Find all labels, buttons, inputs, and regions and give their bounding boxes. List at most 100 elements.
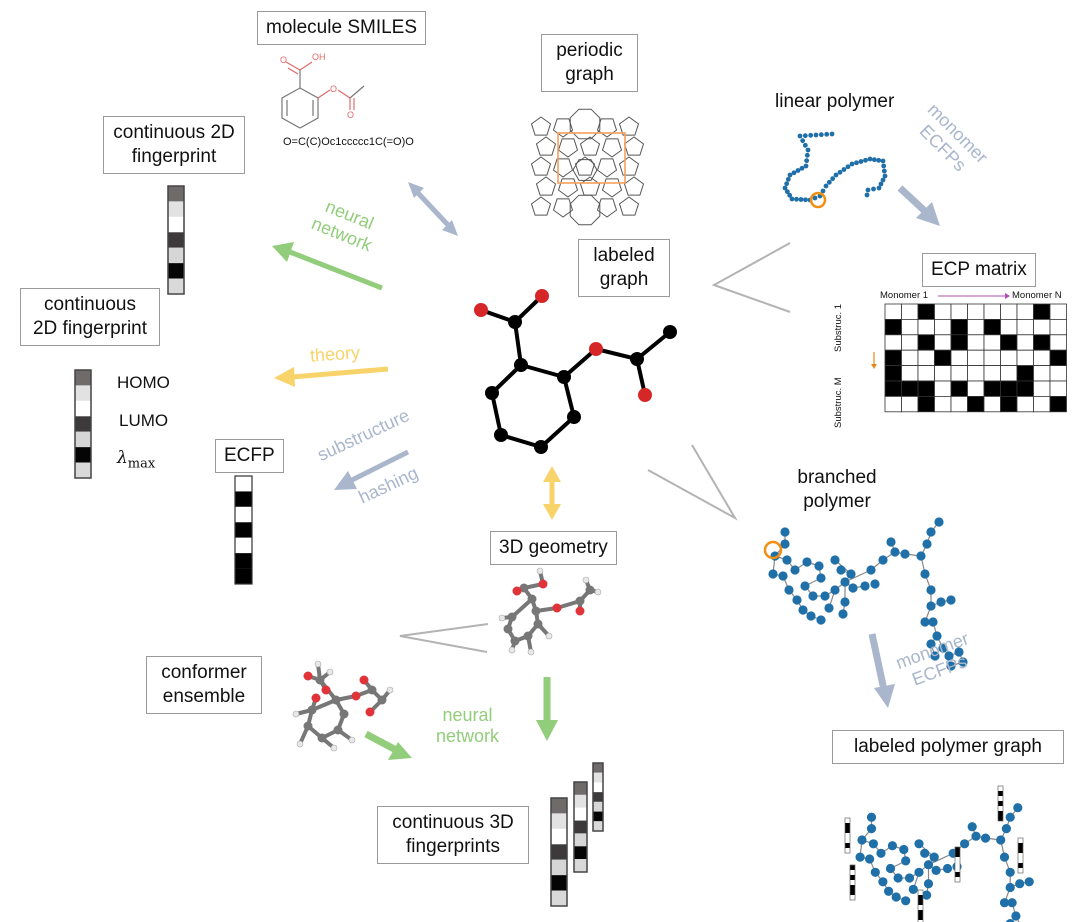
polymer-node xyxy=(806,611,816,621)
polymer-node xyxy=(946,595,956,605)
atom-carbon xyxy=(630,352,644,366)
periodic-ring xyxy=(596,158,618,178)
continuous-2d-fp2-text-1: continuous xyxy=(44,294,136,315)
ecp-cell xyxy=(1033,334,1051,351)
fingerprint-2d-top xyxy=(167,185,185,295)
atom-hydrogen xyxy=(545,632,553,640)
labeled-polymer-graph-text: labeled polymer graph xyxy=(853,736,1042,757)
polymer-node xyxy=(1001,824,1012,834)
ecp-cell xyxy=(917,349,935,367)
ecp-cell xyxy=(1049,318,1067,336)
atom-oxygen xyxy=(359,675,369,685)
monomer-ecfp-bit xyxy=(918,895,923,900)
ecp-cell xyxy=(917,395,935,413)
monomer-ecfp-bit xyxy=(918,920,923,922)
ecp-cell xyxy=(901,318,919,336)
ecp-cell xyxy=(934,365,952,382)
ecfp-text: ECFP xyxy=(224,445,275,466)
monomer-ecfp-bit xyxy=(845,838,850,843)
polymer-bead xyxy=(802,133,808,139)
continuous-2d-fp-text-2: fingerprint xyxy=(131,146,217,167)
fingerprint-bit xyxy=(593,782,603,793)
monomer-ecfp-bit xyxy=(850,880,855,885)
ecp-cell xyxy=(1049,303,1067,320)
monomer-ecfp-bit xyxy=(918,900,923,905)
ecp-cell xyxy=(1033,349,1051,367)
atom-oxygen xyxy=(365,707,375,717)
polymer-node xyxy=(870,867,880,877)
polymer-node xyxy=(932,631,942,641)
monomer-ecfp-bit xyxy=(845,833,850,838)
atom-hydrogen xyxy=(296,740,304,748)
monomer-ecfp-bit xyxy=(998,816,1003,821)
atom-carbon xyxy=(575,596,585,606)
smiles-atom-label: OH xyxy=(312,52,326,62)
atom-oxygen xyxy=(589,342,603,356)
polymer-node xyxy=(830,585,840,595)
ecp-cell xyxy=(950,365,968,382)
polymer-bead xyxy=(794,196,799,202)
fingerprint-bit xyxy=(593,772,603,783)
monomer-ecfp-border xyxy=(849,864,856,901)
monomer-ecfp-bit xyxy=(1018,848,1023,853)
atom-carbon xyxy=(557,370,571,384)
polymer-bead xyxy=(829,131,835,137)
polymer-node xyxy=(816,615,826,625)
polymer-node xyxy=(900,549,910,559)
atom-carbon xyxy=(307,705,317,715)
labeled-polymer-graph-drawing xyxy=(844,785,1034,922)
continuous-3d-fp-text-1: continuous 3D xyxy=(392,812,514,833)
polymer-node xyxy=(899,844,909,855)
fingerprint-bit xyxy=(75,462,91,478)
fingerprint-bit xyxy=(551,890,567,906)
labeled-polymer-graph-label: labeled polymer graph xyxy=(832,730,1064,764)
polymer-node xyxy=(1011,911,1021,921)
atom-hydrogen xyxy=(498,614,506,622)
ecp-cell xyxy=(967,334,985,351)
polymer-bead xyxy=(820,188,826,194)
ecp-cell xyxy=(917,334,935,351)
ecp-cell xyxy=(1000,334,1018,351)
polymer-node xyxy=(920,848,930,858)
polymer-node xyxy=(920,617,930,627)
ecp-cell xyxy=(901,303,919,320)
ecp-cell xyxy=(1000,380,1018,397)
fingerprint-border xyxy=(550,797,568,907)
connector-lines xyxy=(399,242,791,653)
polymer-bead xyxy=(849,161,855,167)
polymer-node xyxy=(1005,812,1015,822)
ecp-cell xyxy=(1000,395,1018,413)
atom-oxygen xyxy=(303,671,313,681)
polymer-node xyxy=(958,657,968,667)
atom-carbon xyxy=(485,386,499,400)
polymer-node xyxy=(790,565,800,575)
monomer-ecfp-bit xyxy=(845,823,850,828)
monomer-ecfp-bit xyxy=(998,796,1003,801)
continuous-3d-fp-text-2: fingerprints xyxy=(406,836,500,857)
atom-oxygen xyxy=(512,586,522,596)
monomer-ecfp-bit xyxy=(1018,838,1023,843)
linear-polymer-drawing xyxy=(782,131,888,209)
polymer-node xyxy=(893,873,903,883)
ecp-cell xyxy=(967,349,985,367)
fingerprint-bit xyxy=(593,801,603,812)
periodic-ring xyxy=(572,159,598,181)
linear-polymer-label: linear polymer xyxy=(775,91,895,112)
monomer-ecfp-border xyxy=(997,785,1004,822)
polymer-node xyxy=(926,639,936,649)
polymer-bead xyxy=(795,168,801,173)
periodic-ring xyxy=(623,176,645,196)
conformer-text-2: ensemble xyxy=(162,686,246,707)
periodic-ring xyxy=(601,178,623,198)
atom-carbon xyxy=(494,428,508,442)
atom-carbon xyxy=(523,631,533,641)
fingerprint-border xyxy=(573,781,588,873)
periodic-ring xyxy=(535,176,557,196)
geometry-3d-label: 3D geometry xyxy=(490,531,617,565)
atom-hydrogen xyxy=(292,710,300,718)
ecfp-bit xyxy=(235,522,252,538)
periodic-ring xyxy=(552,198,574,218)
ecfp-bit xyxy=(235,537,252,554)
ecp-cell xyxy=(917,303,935,320)
arrow-substructure-hashing xyxy=(334,449,410,490)
